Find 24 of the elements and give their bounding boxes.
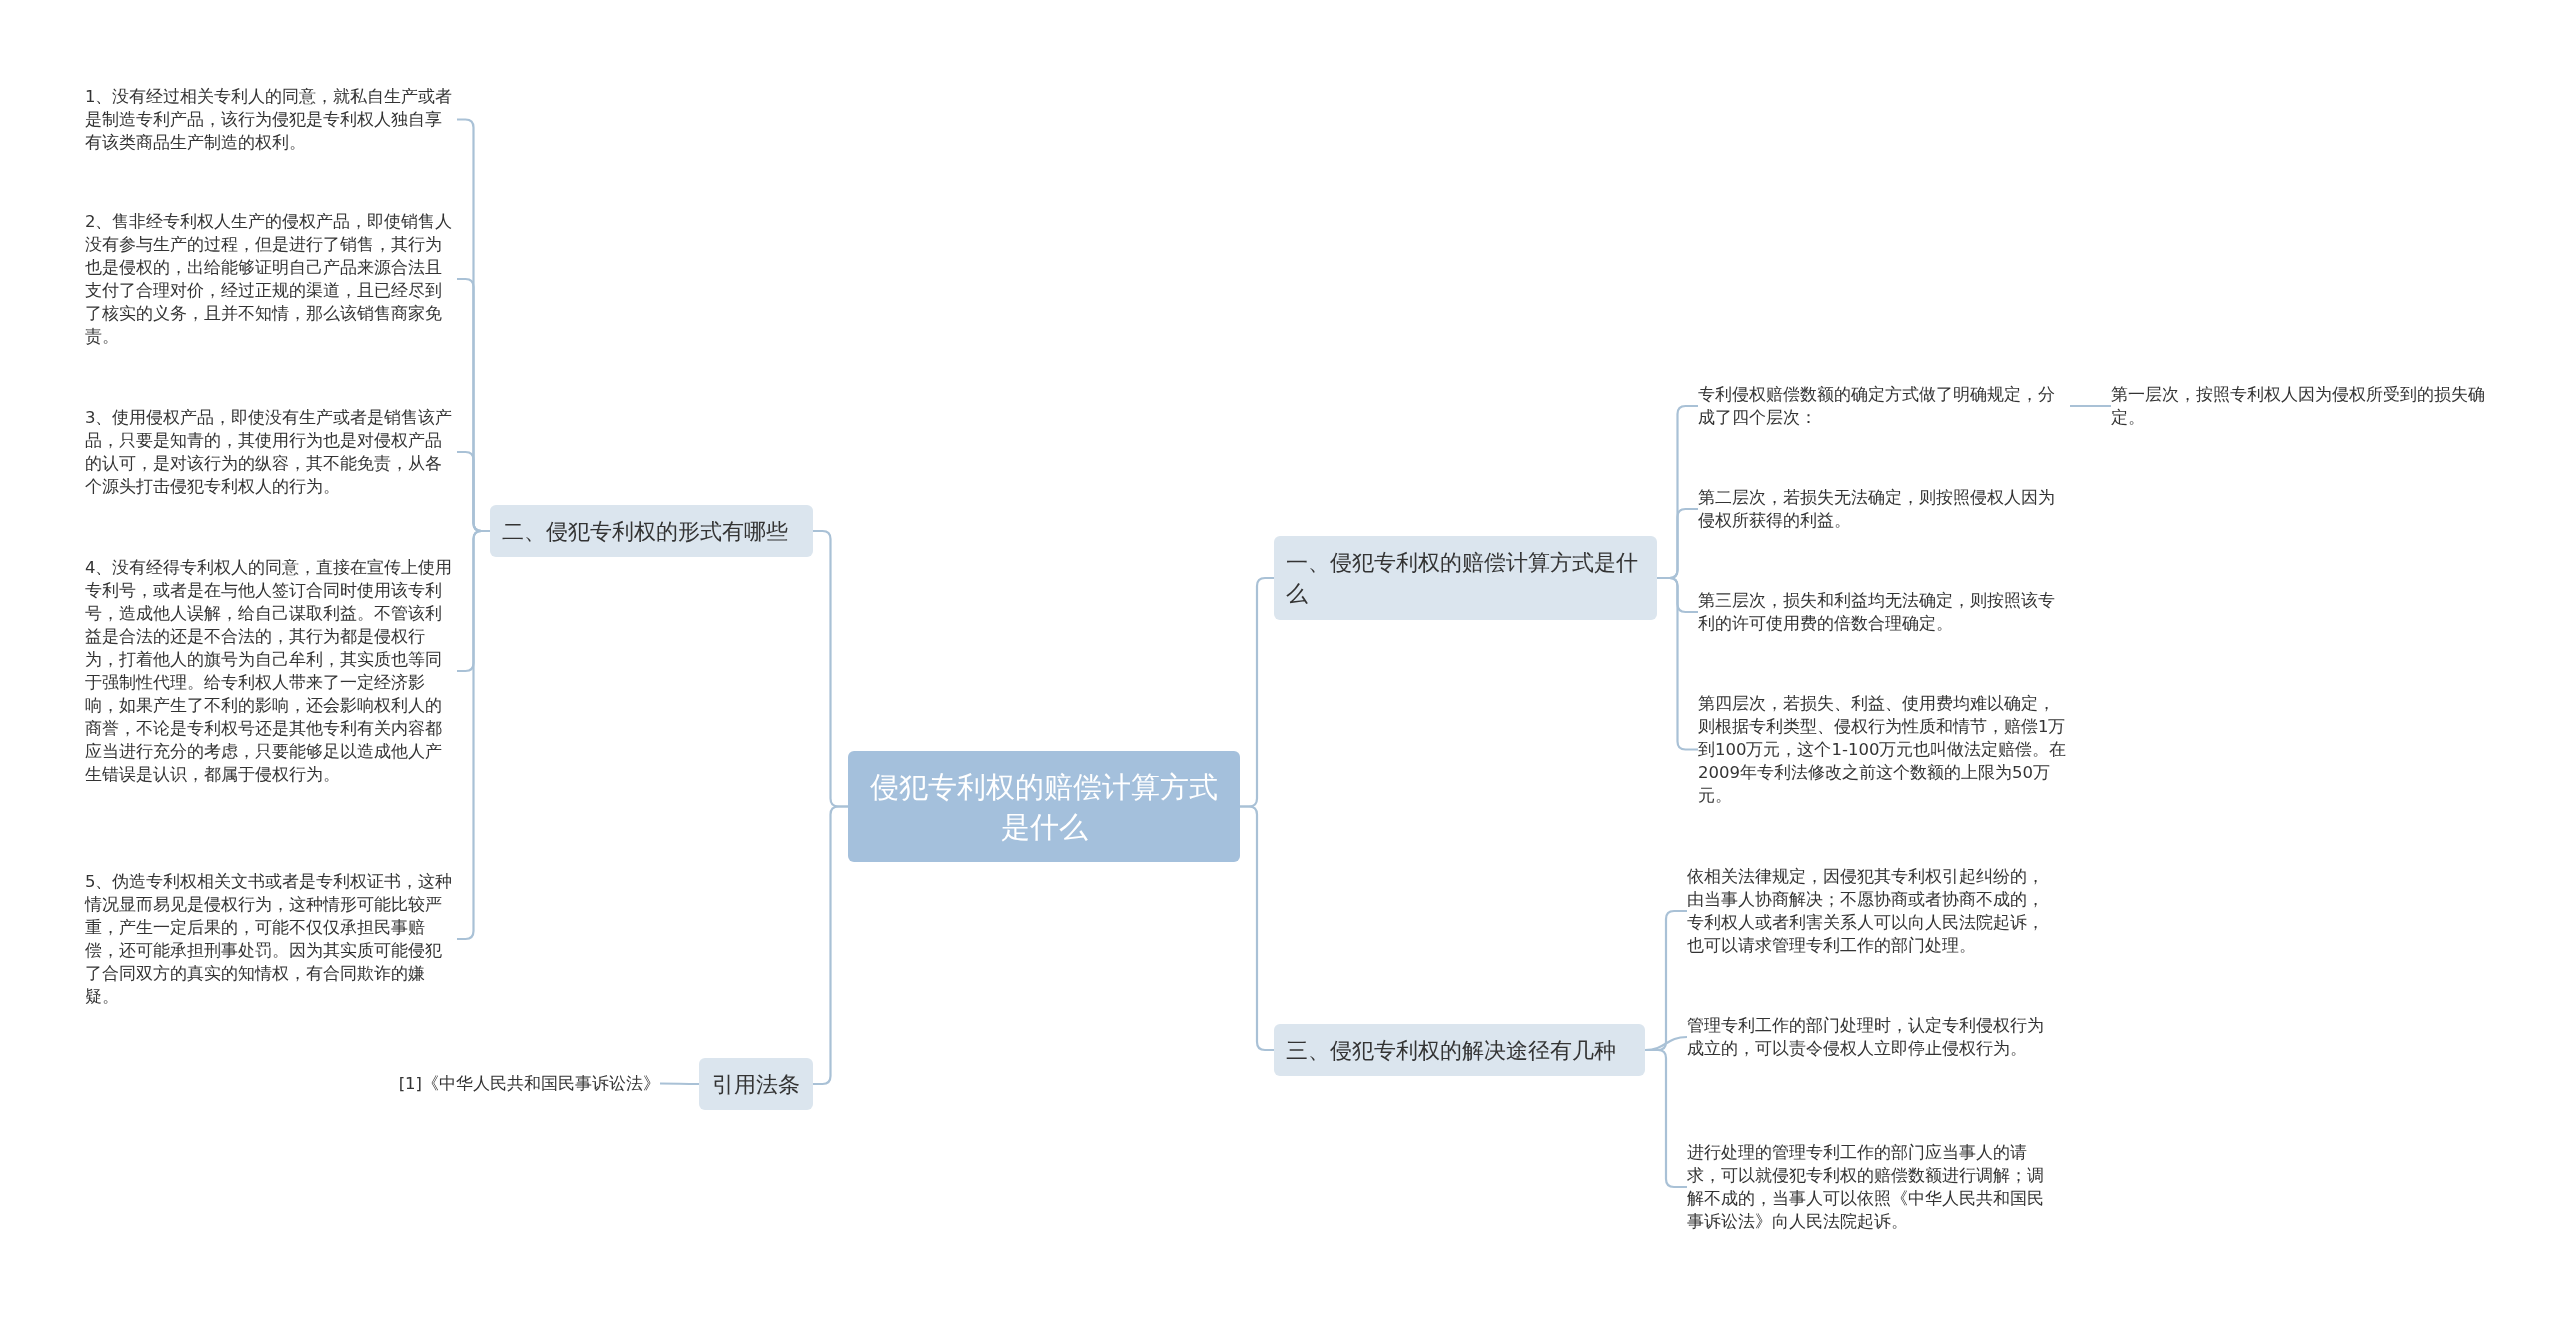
note-text: 4、没有经得专利权人的同意，直接在宣传上使用专利号，或者是在与他人签订合同时使用该专利号，造成他人误解，给自己谋取利益。不管该利益是合法的还是不合法的，其行为都是侵权行为，打着他人的旗号为自己牟利，其实质也等同于强制性代理。给专利权人带来了一定经济影响，如果产生了不利的影响，还会影响权利人的商誉，不论是专利权号还是其他专利有关内容都应当进行充分的考虑，只要能够足以造成他人产生错误是认识，都属于侵权行为。 bbox=[85, 556, 457, 786]
note-text: 1、没有经过相关专利人的同意，就私自生产或者是制造专利产品，该行为侵犯是专利权人独自享有该类商品生产制造的权利。 bbox=[85, 85, 457, 154]
topic-box: 一、侵犯专利权的赔偿计算方式是什么 bbox=[1274, 536, 1657, 620]
connector-line bbox=[660, 1082, 699, 1086]
connector-line bbox=[457, 529, 490, 941]
note-text: 2、售非经专利权人生产的侵权产品，即使销售人没有参与生产的过程，但是进行了销售，其行为也是侵权的，出给能够证明自己产品来源合法且支付了合理对价，经过正规的渠道，且已经尽到了核实的义务，且并不知情，那么该销售商家免责。 bbox=[85, 210, 457, 348]
connector-line bbox=[2070, 404, 2111, 408]
topic-box: 二、侵犯专利权的形式有哪些 bbox=[490, 505, 813, 557]
note-text: 5、伪造专利权相关文书或者是专利权证书，这种情况显而易见是侵权行为，这种情形可能比较严重，产生一定后果的，可能不仅仅承担民事赔偿，还可能承担刑事处罚。因为其实质可能侵犯了合同双方的真实的知情权，有合同欺诈的嫌疑。 bbox=[85, 870, 457, 1008]
topic-box: 三、侵犯专利权的解决途径有几种 bbox=[1274, 1024, 1645, 1076]
note-text: 3、使用侵权产品，即使没有生产或者是销售该产品，只要是知青的，其使用行为也是对侵权产品的认可，是对该行为的纵容，其不能免责，从各个源头打击侵犯专利权人的行为。 bbox=[85, 406, 457, 498]
central-topic-box: 侵犯专利权的赔偿计算方式是什么 bbox=[848, 751, 1240, 862]
note-text: 专利侵权赔偿数额的确定方式做了明确规定，分成了四个层次： bbox=[1698, 383, 2070, 429]
note-text: 管理专利工作的部门处理时，认定专利侵权行为成立的，可以责令侵权人立即停止侵权行为。 bbox=[1687, 1014, 2057, 1060]
note-text: 第一层次，按照专利权人因为侵权所受到的损失确定。 bbox=[2111, 383, 2491, 429]
connector-line bbox=[1240, 805, 1274, 1052]
note-text: [1]《中华人民共和国民事诉讼法》 bbox=[360, 1072, 660, 1095]
note-text: 依相关法律规定，因侵犯其专利权引起纠纷的，由当事人协商解决；不愿协商或者协商不成的，专利权人或者利害关系人可以向人民法院起诉，也可以请求管理专利工作的部门处理。 bbox=[1687, 865, 2057, 957]
note-text: 第三层次，损失和利益均无法确定，则按照该专利的许可使用费的倍数合理确定。 bbox=[1698, 589, 2070, 635]
note-text: 进行处理的管理专利工作的部门应当事人的请求，可以就侵犯专利权的赔偿数额进行调解；调解不成的，当事人可以依照《中华人民共和国民事诉讼法》向人民法院起诉。 bbox=[1687, 1141, 2057, 1233]
note-text: 第四层次，若损失、利益、使用费均难以确定，则根据专利类型、侵权行为性质和情节，赔偿1万到100万元，这个1-100万元也叫做法定赔偿。在2009年专利法修改之前这个数额的上限为50万元。 bbox=[1698, 692, 2070, 807]
note-text: 第二层次，若损失无法确定，则按照侵权人因为侵权所获得的利益。 bbox=[1698, 486, 2070, 532]
connector-line bbox=[813, 805, 848, 1086]
topic-box: 引用法条 bbox=[699, 1058, 813, 1110]
